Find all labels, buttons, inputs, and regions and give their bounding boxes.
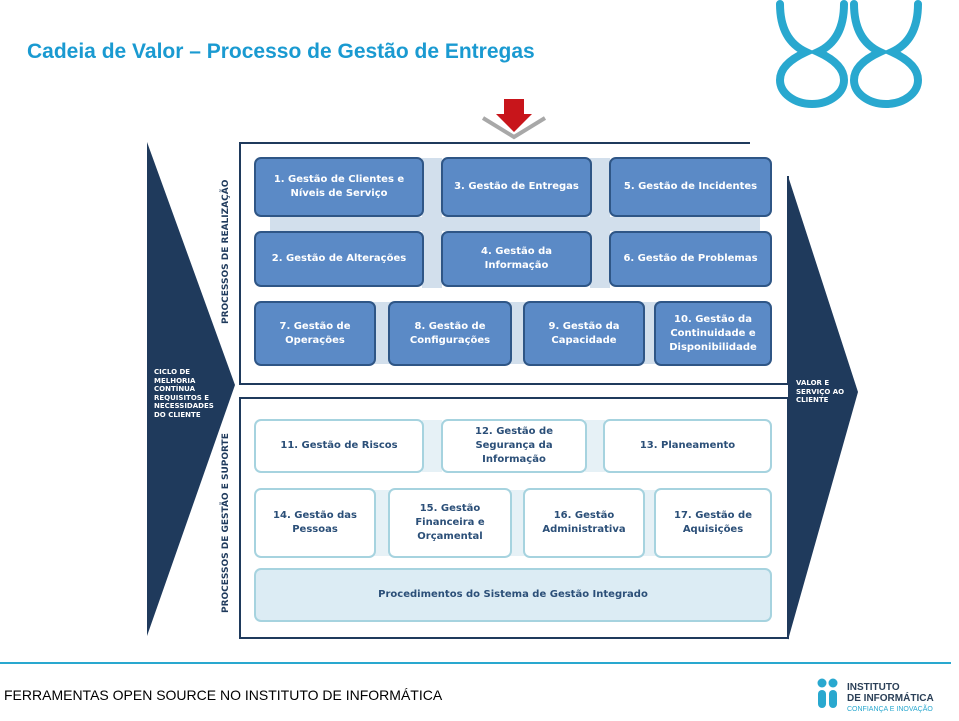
support-box-17: 17. Gestão de Aquisições xyxy=(654,488,772,558)
logo-line1: INSTITUTO xyxy=(847,682,900,693)
procedures-box: Procedimentos do Sistema de Gestão Integ… xyxy=(254,568,772,622)
support-box-13: 13. Planeamento xyxy=(603,419,772,473)
support-box-14: 14. Gestão das Pessoas xyxy=(254,488,376,558)
process-box-2: 2. Gestão de Alterações xyxy=(254,231,424,287)
process-box-3: 3. Gestão de Entregas xyxy=(441,157,592,217)
support-box-12: 12. Gestão de Segurança da Informação xyxy=(441,419,587,473)
process-box-6: 6. Gestão de Problemas xyxy=(609,231,772,287)
support-box-15: 15. Gestão Financeira e Orçamental xyxy=(388,488,512,558)
logo-tagline: CONFIANÇA E INOVAÇÃO xyxy=(847,706,933,713)
process-box-9: 9. Gestão da Capacidade xyxy=(523,301,645,366)
support-box-11: 11. Gestão de Riscos xyxy=(254,419,424,473)
right-arrow-text: VALOR E SERVIÇO AO CLIENTE xyxy=(796,379,845,404)
logo-line2: DE INFORMÁTICA xyxy=(847,693,934,704)
left-chevron-arrow xyxy=(147,142,235,636)
marker-chevron xyxy=(481,116,547,140)
realizacao-label: PROCESSOS DE REALIZAÇÃO xyxy=(221,179,231,324)
process-box-10: 10. Gestão da Continuidade e Disponibili… xyxy=(654,301,772,366)
footer-text: FERRAMENTAS OPEN SOURCE NO INSTITUTO DE … xyxy=(4,687,443,703)
process-box-1: 1. Gestão de Clientes e Níveis de Serviç… xyxy=(254,157,424,217)
left-arrow-text: CICLO DE MELHORIA CONTÍNUA REQUISITOS E … xyxy=(154,368,214,419)
slide-title: Cadeia de Valor – Processo de Gestão de … xyxy=(27,40,535,63)
footer-divider xyxy=(0,662,951,664)
right-chevron-arrow xyxy=(788,176,858,640)
support-box-16: 16. Gestão Administrativa xyxy=(523,488,645,558)
process-box-4: 4. Gestão da Informação xyxy=(441,231,592,287)
decorative-logo-mark xyxy=(775,0,923,108)
instituto-logo-icon xyxy=(817,678,838,708)
red-down-arrow-icon xyxy=(496,99,532,132)
process-box-8: 8. Gestão de Configurações xyxy=(388,301,512,366)
process-box-5: 5. Gestão de Incidentes xyxy=(609,157,772,217)
footer-logo: INSTITUTO DE INFORMÁTICA CONFIANÇA E INO… xyxy=(816,674,956,718)
process-box-7: 7. Gestão de Operações xyxy=(254,301,376,366)
suporte-label: PROCESSOS DE GESTÃO E SUPORTE xyxy=(221,433,231,613)
